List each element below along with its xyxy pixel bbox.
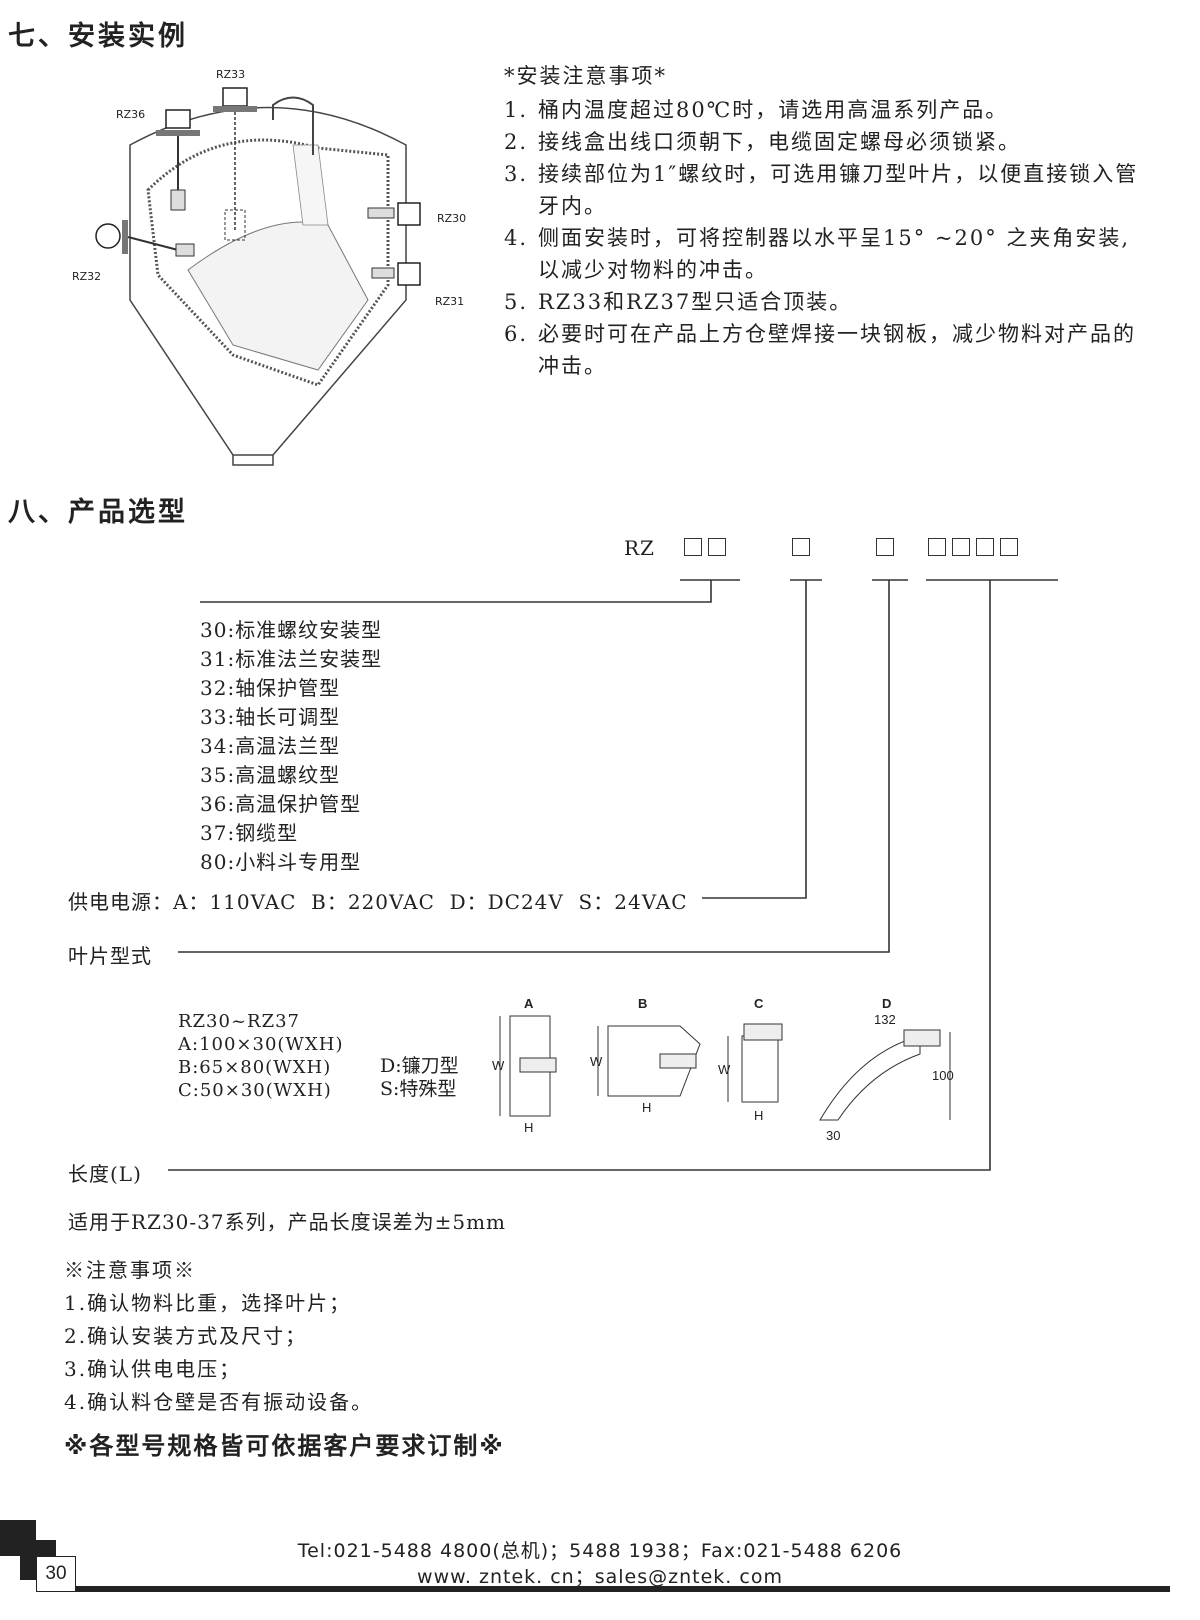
note-item: 2.接线盒出线口须朝下，电缆固定螺母必须锁紧。 (504, 130, 1021, 154)
attention-list: ※注意事项※ 1.确认物料比重，选择叶片； 2.确认安装方式及尺寸； 3.确认供… (64, 1254, 373, 1419)
attention-item: 1.确认物料比重，选择叶片； (64, 1291, 352, 1315)
note-item: 1.桶内温度超过80℃时，请选用高温系列产品。 (504, 98, 1009, 122)
svg-text:132: 132 (874, 1012, 896, 1027)
model-item: 34:高温法兰型 (200, 734, 341, 758)
code-box-group-model (684, 538, 732, 560)
blade-d-label: D (882, 996, 891, 1011)
blade-type-label: 叶片型式 (68, 944, 152, 968)
length-label: 长度(L) (68, 1162, 142, 1186)
sensor-rz36 (156, 109, 200, 211)
blade-spec-a: A:100×30(WXH) (178, 1034, 344, 1055)
blade-c-label: C (754, 996, 764, 1011)
sensor-rz31 (371, 262, 421, 286)
model-item: 37:钢缆型 (200, 821, 299, 845)
svg-text:100: 100 (932, 1068, 954, 1083)
code-prefix: RZ (624, 536, 655, 560)
label-rz30: RZ30 (437, 212, 466, 225)
silo-installation-diagram: RZ33 RZ36 RZ30 RZ32 RZ31 (72, 68, 466, 466)
model-item: 30:标准螺纹安装型 (200, 618, 383, 642)
model-item: 32:轴保护管型 (200, 676, 341, 700)
note-item: 6.必要时可在产品上方仓壁焊接一块钢板，减少物料对产品的冲击。 (504, 322, 1136, 378)
attention-item: 2.确认安装方式及尺寸； (64, 1324, 308, 1348)
footer-rule (76, 1586, 1170, 1592)
svg-text:H: H (754, 1108, 763, 1123)
svg-text:H: H (524, 1120, 533, 1135)
model-item: 35:高温螺纹型 (200, 763, 341, 787)
blade-spec-c: C:50×30(WXH) (178, 1080, 332, 1101)
notes-title: *安装注意事项* (504, 64, 667, 88)
blade-b-label: B (638, 996, 647, 1011)
blade-a-label: A (524, 996, 534, 1011)
note-item: 5.RZ33和RZ37型只适合顶装。 (504, 290, 853, 314)
model-list: 30:标准螺纹安装型 31:标准法兰安装型 32:轴保护管型 33:轴长可调型 … (200, 616, 382, 877)
footer-tel: Tel:021-5488 4800(总机)；5488 1938；Fax:021-… (297, 1540, 903, 1562)
svg-text:W: W (590, 1054, 603, 1069)
blade-extra: D:镰刀型 S:特殊型 (380, 1055, 459, 1101)
svg-text:W: W (718, 1062, 731, 1077)
section7-title: 七、安装实例 (8, 21, 188, 52)
custom-order-note: ※各型号规格皆可依据客户要求订制※ (64, 1432, 505, 1460)
attention-item: 4.确认料仓壁是否有振动设备。 (64, 1390, 374, 1414)
sensor-rz33 (213, 87, 257, 241)
code-box-blade (876, 538, 900, 560)
power-supply-label: 供电电源：A：110VAC B：220VAC D：DC24V S：24VAC (68, 890, 688, 914)
label-rz33: RZ33 (216, 68, 245, 81)
svg-text:30: 30 (826, 1128, 840, 1142)
label-rz32: RZ32 (72, 270, 101, 283)
sensor-rz30 (367, 202, 421, 226)
blade-specs: RZ30~RZ37 A:100×30(WXH) B:65×80(WXH) C:5… (178, 1010, 343, 1102)
section8-title: 八、产品选型 (8, 497, 188, 528)
blade-drawings: A W H B W H C W H D 132 100 30 (492, 996, 954, 1142)
label-rz36: RZ36 (116, 108, 145, 121)
blade-spec-b: B:65×80(WXH) (178, 1057, 332, 1078)
attention-title: ※注意事项※ (64, 1258, 196, 1282)
code-box-power (792, 538, 816, 560)
page-number: 30 (36, 1556, 76, 1592)
note-item: 3.接续部位为1″螺纹时，可选用镰刀型叶片，以便直接锁入管牙内。 (504, 162, 1139, 218)
model-item: 36:高温保护管型 (200, 792, 362, 816)
blade-range: RZ30~RZ37 (178, 1011, 301, 1032)
attention-item: 3.确认供电电压； (64, 1357, 242, 1381)
notes-list: 1.桶内温度超过80℃时，请选用高温系列产品。 2.接线盒出线口须朝下，电缆固定… (504, 94, 1144, 382)
svg-text:H: H (642, 1100, 651, 1115)
sensor-rz32 (95, 220, 195, 257)
footer-web: www. zntek. cn；sales@zntek. com (417, 1566, 783, 1588)
note-item: 4.侧面安装时，可将控制器以水平呈15° ~20° 之夹角安装,以减少对物料的冲… (504, 226, 1131, 282)
model-item: 33:轴长可调型 (200, 705, 341, 729)
blade-type-d: D:镰刀型 (380, 1055, 459, 1077)
code-box-group-length (928, 538, 1024, 560)
model-item: 80:小料斗专用型 (200, 850, 362, 874)
model-item: 31:标准法兰安装型 (200, 647, 383, 671)
blade-type-s: S:特殊型 (380, 1078, 457, 1100)
installation-notes: *安装注意事项* 1.桶内温度超过80℃时，请选用高温系列产品。 2.接线盒出线… (504, 60, 1144, 382)
label-rz31: RZ31 (435, 295, 464, 308)
svg-text:W: W (492, 1058, 505, 1073)
length-note: 适用于RZ30-37系列，产品长度误差为±5mm (68, 1210, 507, 1234)
